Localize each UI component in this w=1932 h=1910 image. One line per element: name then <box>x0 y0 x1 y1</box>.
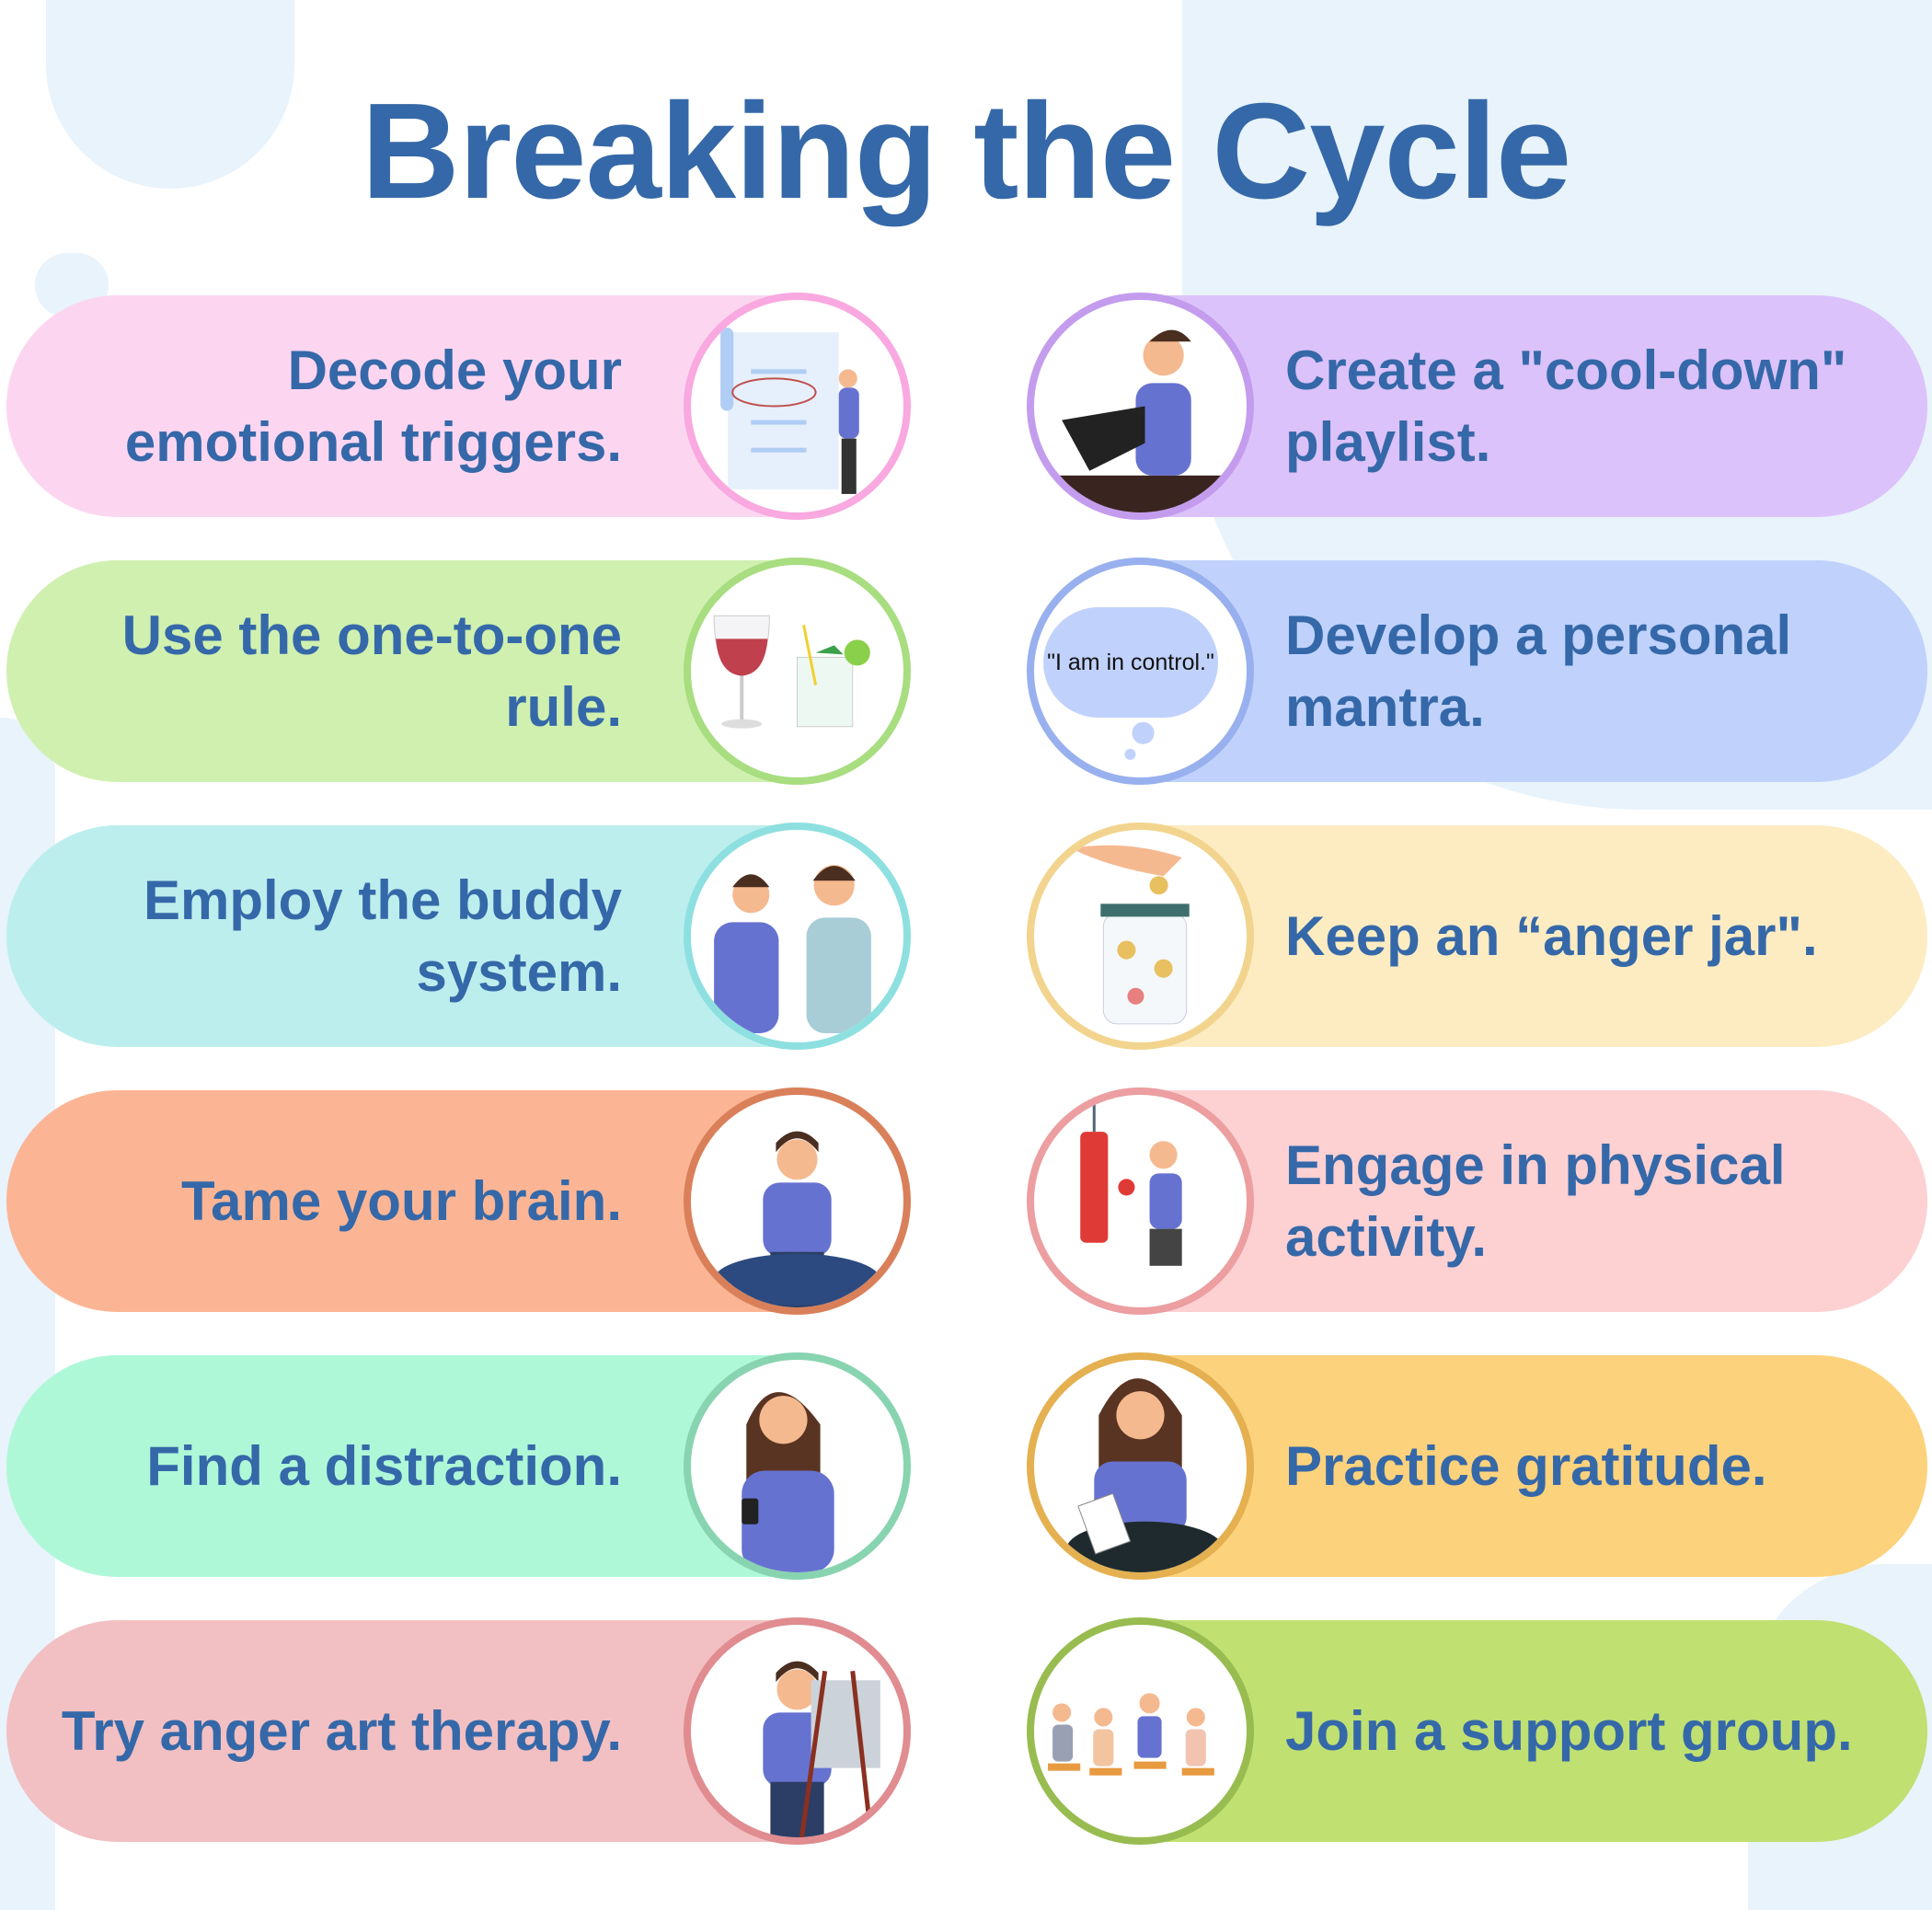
tip-text: Engage in physical activity. <box>1285 1133 1786 1268</box>
group-circle-icon <box>1027 1617 1254 1845</box>
tip-card: Find a distraction. <box>6 1352 911 1580</box>
tip-text: Develop a personal mantra. <box>1285 604 1792 738</box>
tip-card: Practice gratitude. <box>1027 1352 1927 1580</box>
tip-text: Decode your emotional triggers. <box>124 339 622 473</box>
tip-text: Create a "cool-down" playlist. <box>1285 339 1847 473</box>
tip-card: Join a support group. <box>1027 1617 1927 1845</box>
woman-with-phone-icon <box>684 1352 911 1580</box>
tip-card: Decode your emotional triggers. <box>6 293 911 520</box>
tip-text: Practice gratitude. <box>1285 1434 1767 1497</box>
tip-text: Use the one-to-one rule. <box>121 604 622 738</box>
boxing-bag-icon <box>1027 1087 1254 1315</box>
tip-text: Find a distraction. <box>146 1434 622 1497</box>
two-friends-talking-icon <box>684 823 911 1050</box>
tip-card: Create a "cool-down" playlist. <box>1027 293 1927 520</box>
thought-bubble-icon: "I am in control." <box>1027 558 1254 785</box>
tip-text: Keep an “anger jar". <box>1285 904 1818 967</box>
tip-card: Keep an “anger jar". <box>1027 823 1927 1050</box>
journaling-woman-icon <box>1027 1352 1254 1580</box>
tip-card: Employ the buddy system. <box>6 823 911 1050</box>
tip-card: Use the one-to-one rule. <box>6 558 911 785</box>
tip-card: Develop a personal mantra. "I am in contr… <box>1027 558 1927 785</box>
painter-easel-icon <box>684 1617 911 1845</box>
meditating-person-icon <box>684 1087 911 1315</box>
mantra-bubble: "I am in control." <box>1043 607 1218 718</box>
listening-music-icon <box>1027 293 1254 520</box>
tip-text: Employ the buddy system. <box>143 869 622 1003</box>
coin-jar-icon <box>1027 823 1254 1050</box>
page-title: Breaking the Cycle <box>361 75 1572 227</box>
tip-text: Join a support group. <box>1285 1699 1853 1762</box>
wine-and-water-icon <box>684 558 911 785</box>
checklist-presenter-icon <box>684 293 911 520</box>
tip-text: Try anger art therapy. <box>61 1699 622 1762</box>
tip-card: Try anger art therapy. <box>6 1617 911 1845</box>
tip-text: Tame your brain. <box>180 1169 622 1232</box>
tip-card: Tame your brain. <box>6 1087 911 1315</box>
tip-card: Engage in physical activity. <box>1027 1087 1927 1315</box>
